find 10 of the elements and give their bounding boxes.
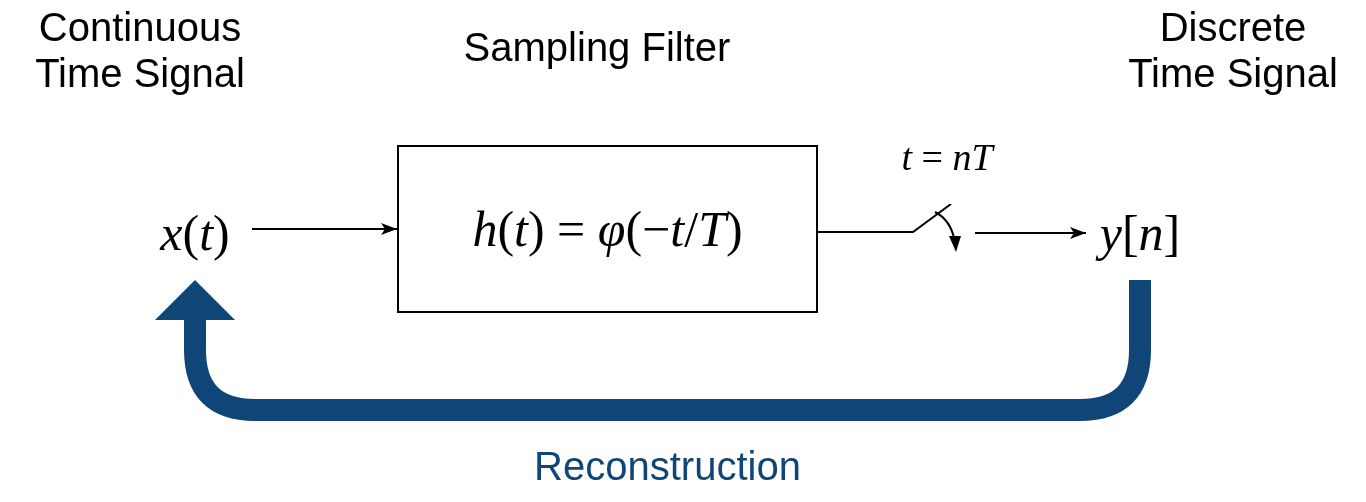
- heading: Continuous Time Signal: [34, 4, 246, 96]
- filter-box: [397, 145, 818, 313]
- connector-line: [817, 231, 906, 233]
- thick-arrow: [155, 280, 1151, 421]
- edge-label: Reconstruction: [534, 446, 801, 486]
- heading: Discrete Time Signal: [1127, 4, 1339, 96]
- sampling-time-label: t = nT: [900, 138, 996, 176]
- heading: Sampling Filter: [462, 24, 732, 70]
- arrow: [251, 223, 398, 235]
- arrow: [974, 227, 1087, 239]
